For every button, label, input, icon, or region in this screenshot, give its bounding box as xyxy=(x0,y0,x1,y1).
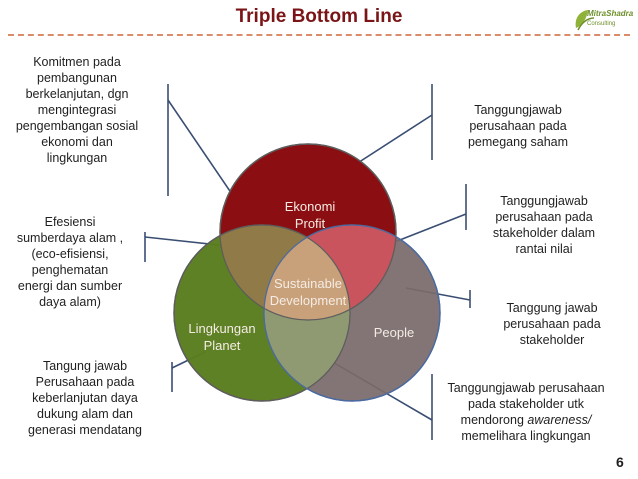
note-rantai-nilai: Tanggungjawab perusahaan pada stakeholde… xyxy=(492,194,596,256)
people-label: People xyxy=(362,324,426,341)
lingkungan-label-line1: Lingkungan xyxy=(188,321,256,336)
title-divider xyxy=(8,34,630,36)
slide-title: Triple Bottom Line xyxy=(235,6,403,27)
logo-name: MitraShadra xyxy=(587,9,634,18)
people-label-line1: People xyxy=(373,325,415,340)
note-tangung-jawab-planet: Tangung jawab Perusahaan pada keberlanju… xyxy=(28,359,142,437)
ekonomi-label: Ekonomi Profit xyxy=(270,198,350,232)
logo-text: MitraShadra Consulting xyxy=(587,9,633,29)
note-efesiensi: Efesiensi sumberdaya alam , (eco-efisien… xyxy=(16,215,124,309)
center-label-line1: Sustainable xyxy=(274,276,342,291)
page-number: 6 xyxy=(616,454,624,470)
note-komitmen: Komitmen pada pembangunan berkelanjutan,… xyxy=(15,55,139,165)
overlap-center xyxy=(264,225,350,320)
center-label: Sustainable Development xyxy=(258,275,358,309)
lingkungan-label-line2: Planet xyxy=(203,338,241,353)
logo-subtitle: Consulting xyxy=(587,21,616,27)
lingkungan-label: Lingkungan Planet xyxy=(174,320,270,354)
ekonomi-label-line2: Profit xyxy=(294,216,326,231)
note-awareness: Tanggungjawab perusahaan pada stakeholde… xyxy=(447,381,605,443)
logo-leaf-icon xyxy=(575,10,595,31)
center-label-line2: Development xyxy=(269,293,347,308)
note-stakeholder: Tanggung jawab perusahaan pada stakehold… xyxy=(503,301,601,347)
awareness-italic: awareness/ xyxy=(527,413,592,427)
note-pemegang-saham: Tanggungjawab perusahaan pada pemegang s… xyxy=(467,103,569,149)
ekonomi-label-line1: Ekonomi xyxy=(284,199,336,214)
